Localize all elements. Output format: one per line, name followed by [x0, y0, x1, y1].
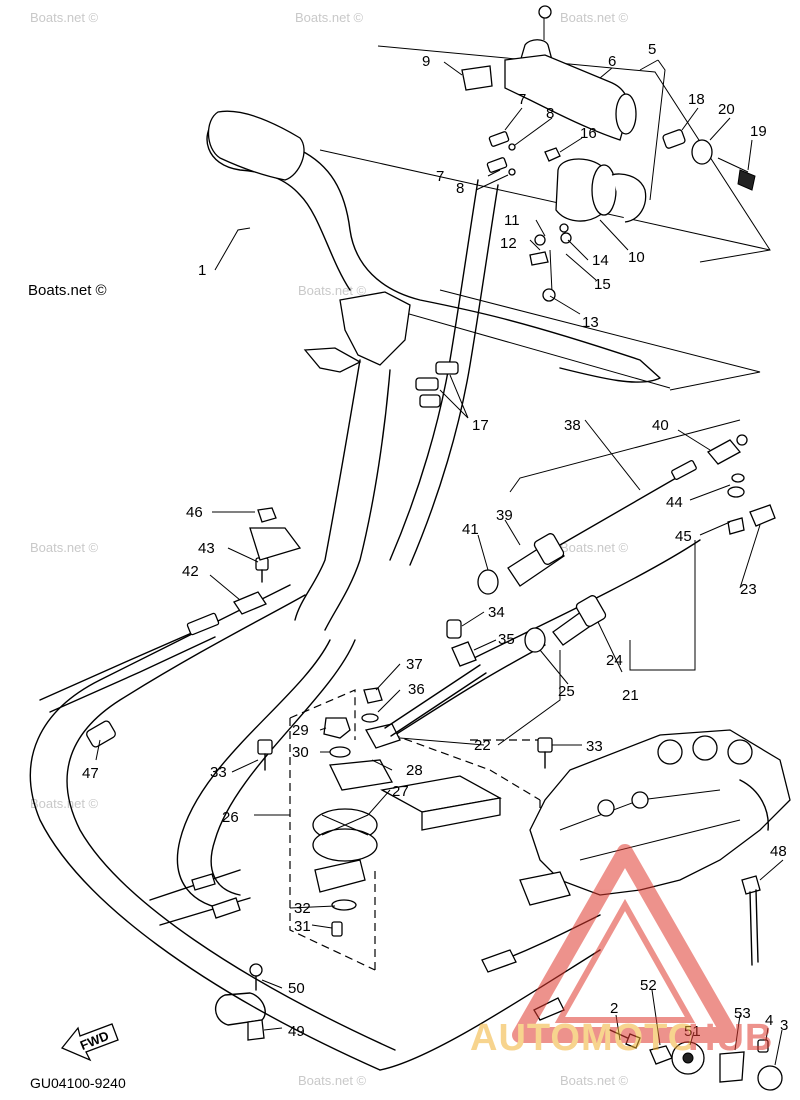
brand-text-b: HUB	[688, 1017, 773, 1059]
part-label-26: 26	[222, 809, 239, 826]
part-label-40: 40	[652, 417, 669, 434]
diagram-code: GU04100-9240	[30, 1075, 126, 1091]
shift-cam-assembly	[289, 619, 541, 971]
part-label-27: 27	[392, 783, 409, 800]
part-label-2: 2	[610, 1000, 618, 1017]
watermark: Boats.net ©	[560, 10, 629, 25]
part-label-33-right: 33	[586, 738, 603, 755]
part-label-39: 39	[496, 507, 513, 524]
part-label-29: 29	[292, 722, 309, 739]
part-label-24: 24	[606, 652, 623, 669]
part-label-48: 48	[770, 843, 787, 860]
part-label-34: 34	[488, 604, 505, 621]
part-label-7: 7	[518, 91, 526, 108]
part-9-plate	[461, 65, 493, 91]
part-label-12: 12	[500, 235, 517, 252]
part-label-38: 38	[564, 417, 581, 434]
watermark-label: Boats.net ©	[28, 282, 107, 299]
part-label-42: 42	[182, 563, 199, 580]
part-label-8-lower: 8	[456, 180, 464, 197]
part-label-32: 32	[294, 900, 311, 917]
cable-end-47	[86, 720, 116, 748]
part-label-30: 30	[292, 744, 309, 761]
part-label-19: 19	[750, 123, 767, 140]
part-label-14: 14	[592, 252, 609, 269]
part-label-36: 36	[408, 681, 425, 698]
control-cables	[29, 434, 776, 1071]
part-label-28: 28	[406, 762, 423, 779]
engine-block	[519, 729, 791, 906]
watermark: Boats.net ©	[295, 10, 364, 25]
part-label-35: 35	[498, 631, 515, 648]
part-label-52: 52	[640, 977, 657, 994]
part-label-5: 5	[648, 41, 656, 58]
part-label-9: 9	[422, 53, 430, 70]
part-label-18: 18	[688, 91, 705, 108]
leader-lines	[95, 59, 784, 1066]
part-labels: 1 2 3 4 5 6 7 7 8 8 9 10 11 12 13 14 15 …	[82, 41, 788, 1040]
part-label-7-lower: 7	[436, 168, 444, 185]
tiller-handle-assembly	[206, 45, 771, 631]
watermark: Boats.net ©	[298, 283, 367, 298]
throttle-grip	[461, 5, 647, 223]
part-label-49: 49	[288, 1023, 305, 1040]
watermarks: Boats.net © Boats.net © Boats.net © Boat…	[30, 10, 629, 1088]
watermark: Boats.net ©	[30, 540, 99, 555]
part-label-21: 21	[622, 687, 639, 704]
part-label-43: 43	[198, 540, 215, 557]
part-label-23: 23	[740, 581, 757, 598]
clamp	[415, 377, 439, 391]
part-label-4: 4	[765, 1012, 773, 1029]
part-label-41: 41	[462, 521, 479, 538]
part-label-44: 44	[666, 494, 683, 511]
part-label-46: 46	[186, 504, 203, 521]
clip-49	[214, 963, 266, 1041]
part-label-10: 10	[628, 249, 645, 266]
watermark: Boats.net ©	[560, 540, 629, 555]
grip-fasteners	[486, 129, 756, 302]
part-label-37: 37	[406, 656, 423, 673]
part-label-25: 25	[558, 683, 575, 700]
watermark: Boats.net ©	[30, 796, 99, 811]
part-label-15: 15	[594, 276, 611, 293]
part-label-3: 3	[780, 1017, 788, 1034]
part-label-22: 22	[474, 737, 491, 754]
tie-strap-48	[741, 875, 761, 966]
part-label-16: 16	[580, 125, 597, 142]
part-label-1: 1	[198, 262, 206, 279]
part-label-31: 31	[294, 918, 311, 935]
watermark: Boats.net ©	[298, 1073, 367, 1088]
forward-arrow-icon: FWD	[60, 1023, 119, 1062]
part-label-50: 50	[288, 980, 305, 997]
bolts	[249, 507, 553, 771]
part-label-53: 53	[734, 1005, 751, 1022]
watermark: Boats.net ©	[30, 10, 99, 25]
part-label-45: 45	[675, 528, 692, 545]
watermark: Boats.net ©	[560, 1073, 629, 1088]
brand-triangle-icon	[512, 844, 738, 1043]
part-label-47: 47	[82, 765, 99, 782]
brand-logo: AUTOMOTO HUB	[470, 844, 773, 1059]
part-label-13: 13	[582, 314, 599, 331]
part-label-33-left: 33	[210, 764, 227, 781]
part-label-17: 17	[472, 417, 489, 434]
brand-text-a: AUTOMOTO	[470, 1017, 698, 1059]
part-label-6: 6	[608, 53, 616, 70]
clamp	[419, 394, 441, 408]
part-label-8: 8	[546, 105, 554, 122]
part-label-11: 11	[504, 212, 520, 229]
clamp	[435, 361, 459, 375]
part-label-20: 20	[718, 101, 735, 118]
